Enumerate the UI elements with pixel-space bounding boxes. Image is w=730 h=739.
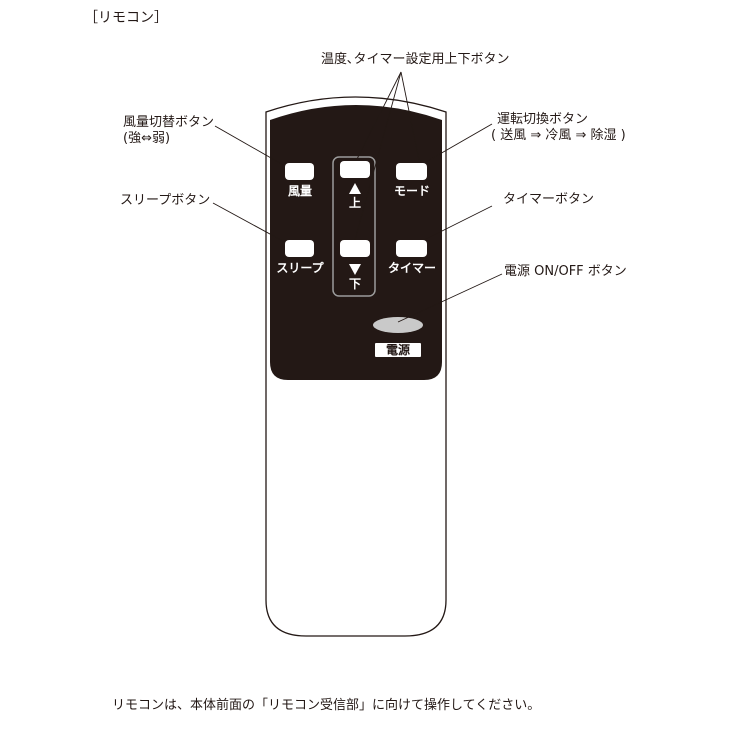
up-button-label: 上 <box>348 196 361 210</box>
leader-updown-c <box>400 71 420 161</box>
power-button-label: 電源 <box>375 343 421 357</box>
leader-lines <box>212 71 503 323</box>
callout-fan-line2: (強⇔弱) <box>123 131 171 146</box>
up-arrow-icon <box>349 183 361 194</box>
page-title: ［リモコン］ <box>84 10 168 26</box>
leader-power <box>397 273 503 323</box>
power-button[interactable] <box>373 317 423 333</box>
down-button-label: 下 <box>348 277 361 291</box>
leader-timer <box>411 205 493 247</box>
down-arrow-icon <box>349 264 361 275</box>
usage-note: リモコンは、本体前面の「リモコン受信部」に向けて操作してください。 <box>112 698 541 713</box>
fan-button[interactable] <box>285 163 314 180</box>
power-button-shape <box>373 317 423 333</box>
callout-updown: 温度､タイマー設定用上下ボタン <box>321 52 510 67</box>
leader-mode <box>411 123 493 171</box>
sleep-button[interactable] <box>285 240 314 257</box>
fan-button-label: 風量 <box>287 184 312 198</box>
down-button[interactable] <box>340 240 370 257</box>
sleep-button-label: スリープ <box>276 261 324 275</box>
callout-sleep: スリープボタン <box>120 193 211 208</box>
mode-button-label: モード <box>393 184 430 198</box>
leader-updown-b <box>354 71 402 241</box>
mode-button[interactable] <box>396 163 427 180</box>
updown-frame <box>332 156 376 297</box>
callout-timer: タイマーボタン <box>503 192 595 207</box>
leader-sleep <box>212 202 293 247</box>
leader-updown-a <box>354 71 402 164</box>
up-button[interactable] <box>340 161 370 178</box>
timer-button[interactable] <box>396 240 427 257</box>
leader-fan <box>214 125 293 171</box>
callout-power: 電源 ON/OFF ボタン <box>504 264 627 279</box>
callout-fan-line1: 風量切替ボタン <box>123 115 215 130</box>
callout-mode-line2: ( 送風 ⇒ 冷風 ⇒ 除湿 ) <box>491 128 626 143</box>
timer-button-label: タイマー <box>387 261 436 275</box>
callout-mode-line1: 運転切換ボタン <box>497 112 589 127</box>
